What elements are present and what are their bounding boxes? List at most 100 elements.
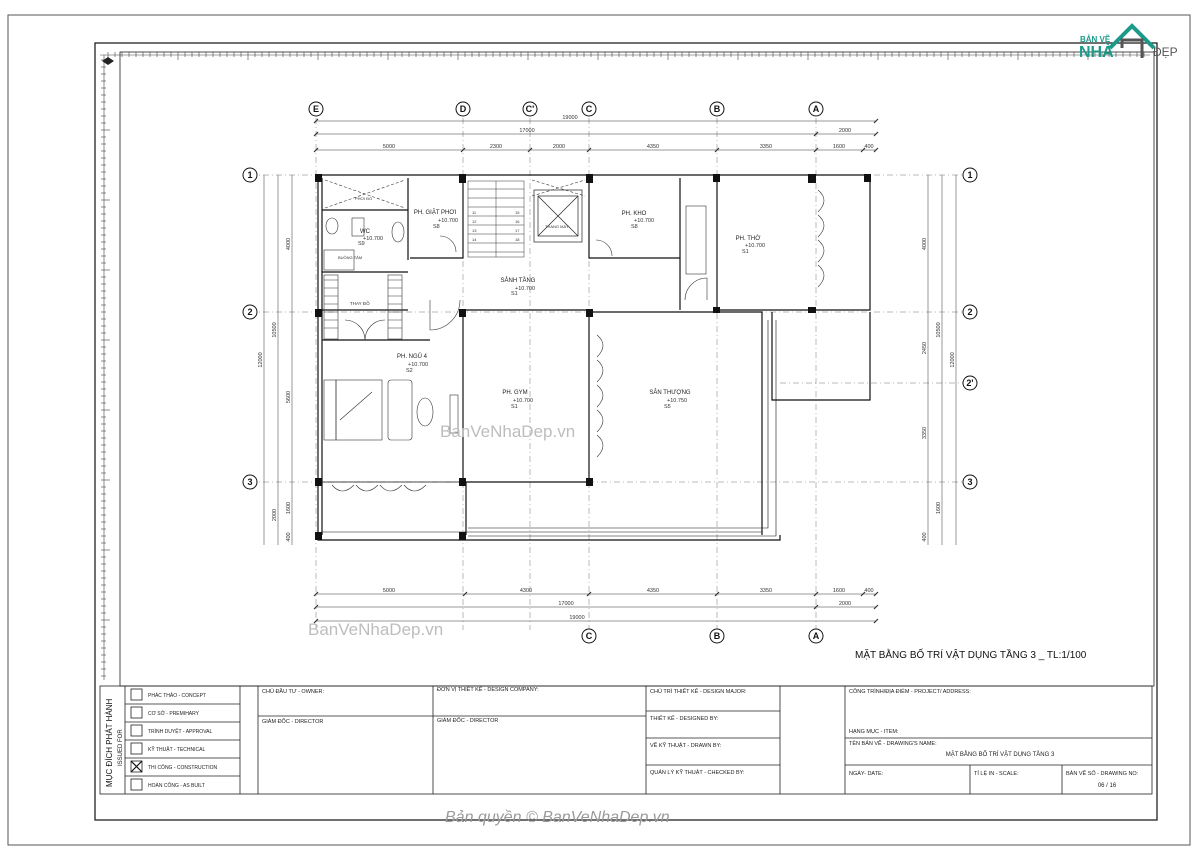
issued-for-subtitle: ISSUED FOR bbox=[118, 729, 124, 766]
grid-bubble: A bbox=[808, 101, 824, 117]
grid-bubble: 1 bbox=[962, 167, 978, 183]
dimensions-right bbox=[927, 175, 957, 545]
svg-text:1: 1 bbox=[247, 170, 252, 180]
svg-text:+10.700: +10.700 bbox=[634, 218, 654, 224]
director-left-label: GIÁM ĐỐC - DIRECTOR bbox=[262, 718, 323, 725]
room-label: SÂN THƯỢNG +10.750 S5 bbox=[649, 389, 690, 410]
structural-columns bbox=[315, 174, 871, 540]
room-label: PH. GYM +10.700 S1 bbox=[502, 390, 533, 410]
grid-bubble: E bbox=[308, 101, 324, 117]
grid-bubble: B bbox=[709, 628, 725, 644]
elevator bbox=[533, 189, 583, 243]
checked-by-label: QUẢN LÝ KỸ THUẬT - CHECKED BY: bbox=[650, 769, 745, 776]
stage-label: THI CÔNG - CONSTRUCTION bbox=[148, 764, 218, 771]
svg-text:S5: S5 bbox=[664, 404, 671, 410]
stage-checkbox[interactable] bbox=[130, 778, 143, 791]
svg-text:+10.700: +10.700 bbox=[513, 398, 533, 404]
stair-number: 16 bbox=[515, 219, 520, 224]
left-ruler bbox=[101, 55, 110, 680]
stair-number: 15 bbox=[515, 210, 520, 215]
svg-text:2': 2' bbox=[966, 378, 973, 388]
drawn-by-label: VẼ KỸ THUẬT - DRAWN BY: bbox=[650, 742, 722, 749]
dim-left-seg: 2000 bbox=[272, 509, 278, 521]
stage-row: THI CÔNG - CONSTRUCTION bbox=[130, 760, 218, 773]
svg-text:+10.700: +10.700 bbox=[515, 286, 535, 292]
design-major-label: CHỦ TRÌ THIẾT KẾ - DESIGN MAJOR: bbox=[650, 688, 747, 695]
date-label: NGÀY- DATE: bbox=[849, 770, 884, 777]
stage-checkbox[interactable] bbox=[130, 742, 143, 755]
svg-text:WC: WC bbox=[360, 229, 371, 235]
project-label: CÔNG TRÌNH/ĐỊA ĐIỂM - PROJECT/ ADDRESS: bbox=[849, 688, 971, 695]
svg-text:D: D bbox=[460, 104, 467, 114]
svg-text:S2: S2 bbox=[406, 368, 413, 374]
room-labels: PH. GIẶT PHƠI +10.700 S8 WC +10.700 S9 P… bbox=[338, 196, 765, 410]
svg-text:A: A bbox=[813, 104, 820, 114]
logo: BẢN VẼ NHÀ ĐẸP bbox=[1079, 23, 1178, 61]
stage-checkbox[interactable] bbox=[130, 724, 143, 737]
drawing-name-label: TÊN BẢN VẼ - DRAWING'S NAME: bbox=[849, 739, 937, 747]
title-block bbox=[99, 685, 1153, 795]
svg-text:PH. KHO: PH. KHO bbox=[622, 211, 647, 217]
stage-list: PHÁC THẢO - CONCEPT CƠ SỞ - PREMIHARY TRÌN… bbox=[130, 688, 218, 791]
dim-top-seg: 2000 bbox=[553, 144, 565, 150]
dim-bottom-overall: 19000 bbox=[569, 615, 584, 621]
grid-bubble: 1 bbox=[242, 167, 258, 183]
dim-left-seg: 1600 bbox=[286, 502, 292, 514]
grid-bubble: C bbox=[581, 628, 597, 644]
stage-checkbox[interactable] bbox=[130, 688, 143, 701]
corner-marker-icon bbox=[102, 57, 114, 65]
stage-row: TRÌNH DUYỆT - APPROVAL bbox=[130, 724, 212, 737]
logo-line3: ĐẸP bbox=[1153, 45, 1178, 59]
dim-top-right: 2000 bbox=[839, 128, 851, 134]
closet-label: THAY ĐỒ bbox=[350, 300, 370, 306]
drawing-no-label: BẢN VẼ SỐ - DRAWING NO: bbox=[1066, 770, 1139, 777]
dim-left-overall: 12000 bbox=[258, 352, 264, 367]
item-label: HẠNG MỤC - ITEM: bbox=[849, 729, 899, 735]
dim-top-seg: 4350 bbox=[647, 144, 659, 150]
dim-right-seg: 3350 bbox=[922, 427, 928, 439]
dim-right-seg: 400 bbox=[922, 532, 928, 541]
issued-for-title: MỤC ĐÍCH PHÁT HÀNH bbox=[105, 698, 114, 787]
svg-text:S1: S1 bbox=[511, 291, 518, 297]
dim-bottom-seg: 1600 bbox=[833, 588, 845, 594]
svg-text:SẢNH TẦNG: SẢNH TẦNG bbox=[501, 277, 536, 284]
stair-number: 12 bbox=[472, 219, 477, 224]
svg-text:E: E bbox=[313, 104, 319, 114]
stage-checkbox[interactable] bbox=[130, 706, 143, 719]
stage-label: CƠ SỞ - PREMIHARY bbox=[148, 710, 200, 717]
grid-bubble: 2 bbox=[242, 304, 258, 320]
logo-line1: BẢN VẼ bbox=[1080, 35, 1111, 44]
svg-text:+10.700: +10.700 bbox=[363, 236, 383, 242]
grid-lines bbox=[250, 118, 970, 630]
svg-text:+10.700: +10.700 bbox=[438, 218, 458, 224]
watermark-lower: BanVeNhaDep.vn bbox=[308, 620, 443, 639]
grid-bubble: C' bbox=[522, 101, 538, 117]
stair-number: 18 bbox=[515, 237, 520, 242]
dim-top-seg: 3350 bbox=[760, 144, 772, 150]
stair-number: 13 bbox=[472, 228, 477, 233]
dim-right-seg: 2450 bbox=[922, 342, 928, 354]
dim-top-seg: 5000 bbox=[383, 144, 395, 150]
grid-bubble: 2 bbox=[962, 304, 978, 320]
svg-text:S1: S1 bbox=[511, 404, 518, 410]
stage-row: CƠ SỞ - PREMIHARY bbox=[130, 706, 200, 719]
dim-bottom-main: 17000 bbox=[558, 601, 573, 607]
svg-text:1: 1 bbox=[967, 170, 972, 180]
drawing-no-value: 06 / 16 bbox=[1098, 783, 1117, 789]
svg-text:SÂN THƯỢNG: SÂN THƯỢNG bbox=[649, 389, 690, 396]
dim-left-seg: 5600 bbox=[286, 391, 292, 403]
svg-text:A: A bbox=[813, 631, 820, 641]
grid-bubbles-top: E D C' C B A bbox=[308, 101, 824, 117]
stair-number: 11 bbox=[472, 210, 477, 215]
svg-text:C: C bbox=[586, 104, 593, 114]
svg-text:PH. NGỦ 4: PH. NGỦ 4 bbox=[397, 353, 428, 360]
dim-left-mid: 10500 bbox=[272, 322, 278, 337]
room-label: PH. NGỦ 4 +10.700 S2 bbox=[397, 353, 428, 374]
stage-row: PHÁC THẢO - CONCEPT bbox=[130, 688, 206, 701]
room-label: PH. KHO +10.700 S8 bbox=[622, 211, 654, 230]
svg-text:PH. GIẶT PHƠI: PH. GIẶT PHƠI bbox=[414, 209, 457, 216]
svg-text:C': C' bbox=[526, 104, 535, 114]
svg-text:+10.700: +10.700 bbox=[408, 362, 428, 368]
drying-label: PHƠI ĐỒ bbox=[355, 196, 372, 201]
